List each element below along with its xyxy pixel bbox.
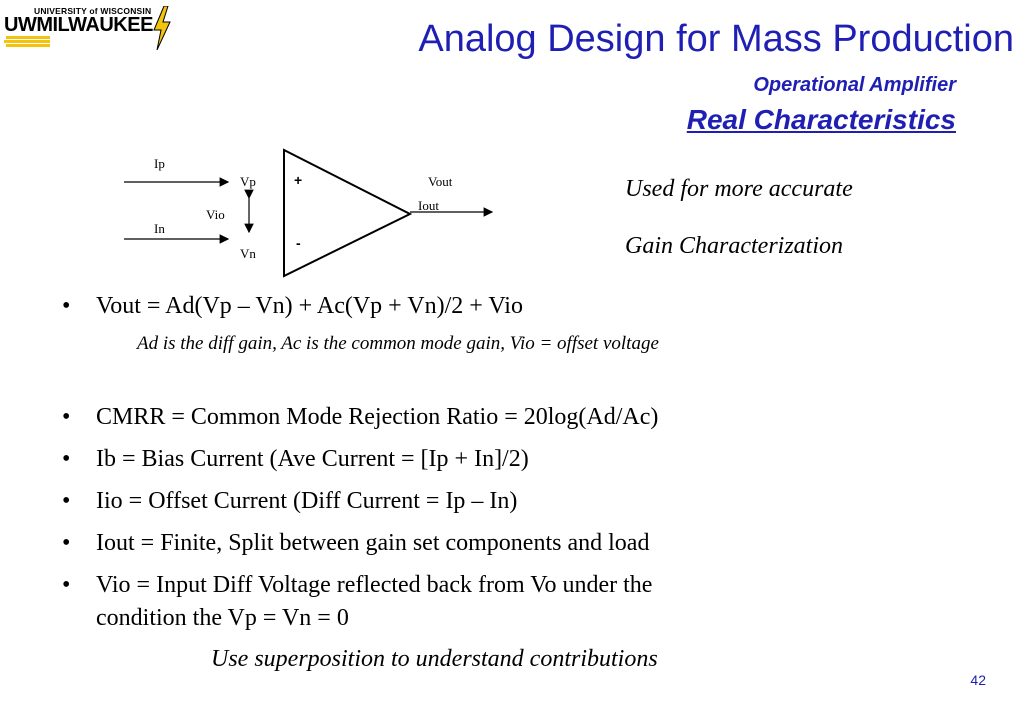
label-ip: Ip xyxy=(154,156,165,171)
bullet-dot-icon: • xyxy=(62,572,71,598)
superposition-note: Use superposition to understand contribu… xyxy=(211,646,658,672)
gain-definitions-note: Ad is the diff gain, Ac is the common mo… xyxy=(137,333,659,354)
logo-university-text: UNIVERSITY of WISCONSIN xyxy=(34,6,152,16)
label-vio: Vio xyxy=(206,207,225,222)
label-vn: Vn xyxy=(240,246,256,261)
op-amp-triangle xyxy=(283,148,413,278)
note-line-1: Used for more accurate xyxy=(625,176,853,202)
label-minus: - xyxy=(296,235,301,251)
uwm-logo: UNIVERSITY of WISCONSIN UWMILWAUKEE xyxy=(4,4,174,50)
bullet-text: Iout = Finite, Split between gain set co… xyxy=(96,530,650,556)
bullet-dot-icon: • xyxy=(62,446,71,472)
page-title: Analog Design for Mass Production xyxy=(418,18,1014,60)
op-amp-diagram: Ip In Vp Vn Vio + - Vout Iout xyxy=(124,148,494,278)
page-number: 42 xyxy=(970,672,986,688)
bullet-item-vio-continuation: condition the Vp = Vn = 0 xyxy=(96,604,349,633)
logo-gold-bars-icon xyxy=(4,36,50,47)
bullet-text: Iio = Offset Current (Diff Current = Ip … xyxy=(96,488,518,514)
bullet-text: Vout = Ad(Vp – Vn) + Ac(Vp + Vn)/2 + Vio xyxy=(96,293,523,319)
bullet-dot-icon: • xyxy=(62,488,71,514)
bullet-dot-icon: • xyxy=(62,530,71,556)
bullet-text: CMRR = Common Mode Rejection Ratio = 20l… xyxy=(96,404,659,430)
section-heading: Real Characteristics xyxy=(686,104,956,135)
bullet-text-continued: condition the Vp = Vn = 0 xyxy=(96,605,349,631)
label-plus: + xyxy=(294,172,302,188)
logo-wordmark: UWMILWAUKEE xyxy=(4,14,153,36)
note-line-2: Gain Characterization xyxy=(625,233,844,259)
label-vout: Vout xyxy=(428,174,453,189)
label-vp: Vp xyxy=(240,174,256,189)
bullet-text: Vio = Input Diff Voltage reflected back … xyxy=(96,572,653,598)
label-in: In xyxy=(154,221,165,236)
lightning-bolt-icon xyxy=(153,6,171,50)
bullet-text: Ib = Bias Current (Ave Current = [Ip + I… xyxy=(96,446,529,472)
page-subtitle: Operational Amplifier xyxy=(753,74,956,96)
bullet-dot-icon: • xyxy=(62,293,71,319)
label-iout: Iout xyxy=(418,198,439,213)
bullet-dot-icon: • xyxy=(62,404,71,430)
